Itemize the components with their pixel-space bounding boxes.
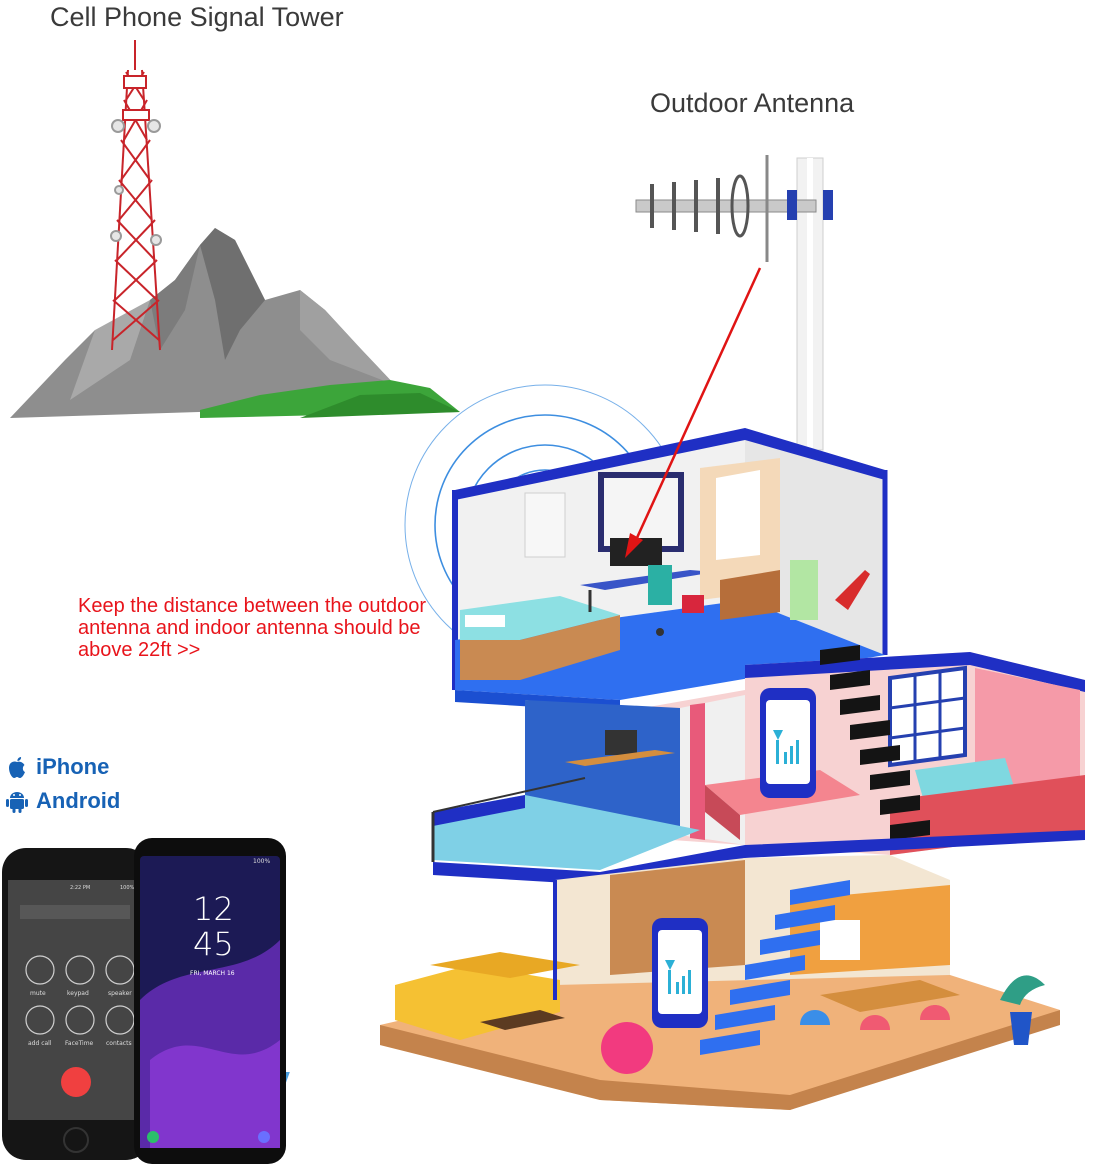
platform-iphone-label: iPhone — [36, 754, 110, 779]
tower-label: Cell Phone Signal Tower — [50, 2, 344, 32]
platform-android: Android — [6, 788, 120, 814]
iphone-key-speaker: speaker — [108, 990, 132, 997]
android-date: FRI, MARCH 16 — [190, 970, 235, 977]
mountain-landscape — [10, 228, 460, 418]
signal-phone-middle — [760, 688, 816, 798]
iphone-key-keypad: keypad — [67, 990, 89, 997]
samsung-device — [134, 838, 286, 1164]
android-clock-minutes: 45 — [193, 925, 234, 963]
platform-iphone: iPhone — [6, 754, 109, 780]
signal-phone-ground — [652, 918, 708, 1028]
red-connection-arrow — [625, 267, 762, 558]
iphone-device — [2, 848, 150, 1160]
platform-android-label: Android — [36, 788, 121, 813]
outdoor-antenna-label: Outdoor Antenna — [650, 88, 855, 118]
iphone-key-add-call: add call — [28, 1040, 52, 1047]
android-icon — [6, 792, 28, 813]
iphone-key-facetime: FaceTime — [65, 1040, 94, 1047]
iphone-battery: 100% — [120, 885, 135, 891]
apple-icon — [9, 757, 25, 778]
cell-tower — [110, 40, 162, 351]
iphone-time: 2:22 PM — [70, 885, 91, 891]
iphone-key-contacts: contacts — [106, 1040, 132, 1047]
android-battery: 100% — [253, 858, 271, 865]
distance-note: Keep the distance between the outdoor an… — [78, 595, 427, 661]
iphone-key-mute: mute — [30, 990, 46, 997]
outdoor-antenna — [635, 155, 833, 451]
android-clock-hours: 12 — [193, 890, 234, 928]
house-top-floor — [452, 428, 888, 712]
house-ground-floor — [203, 855, 1060, 1110]
